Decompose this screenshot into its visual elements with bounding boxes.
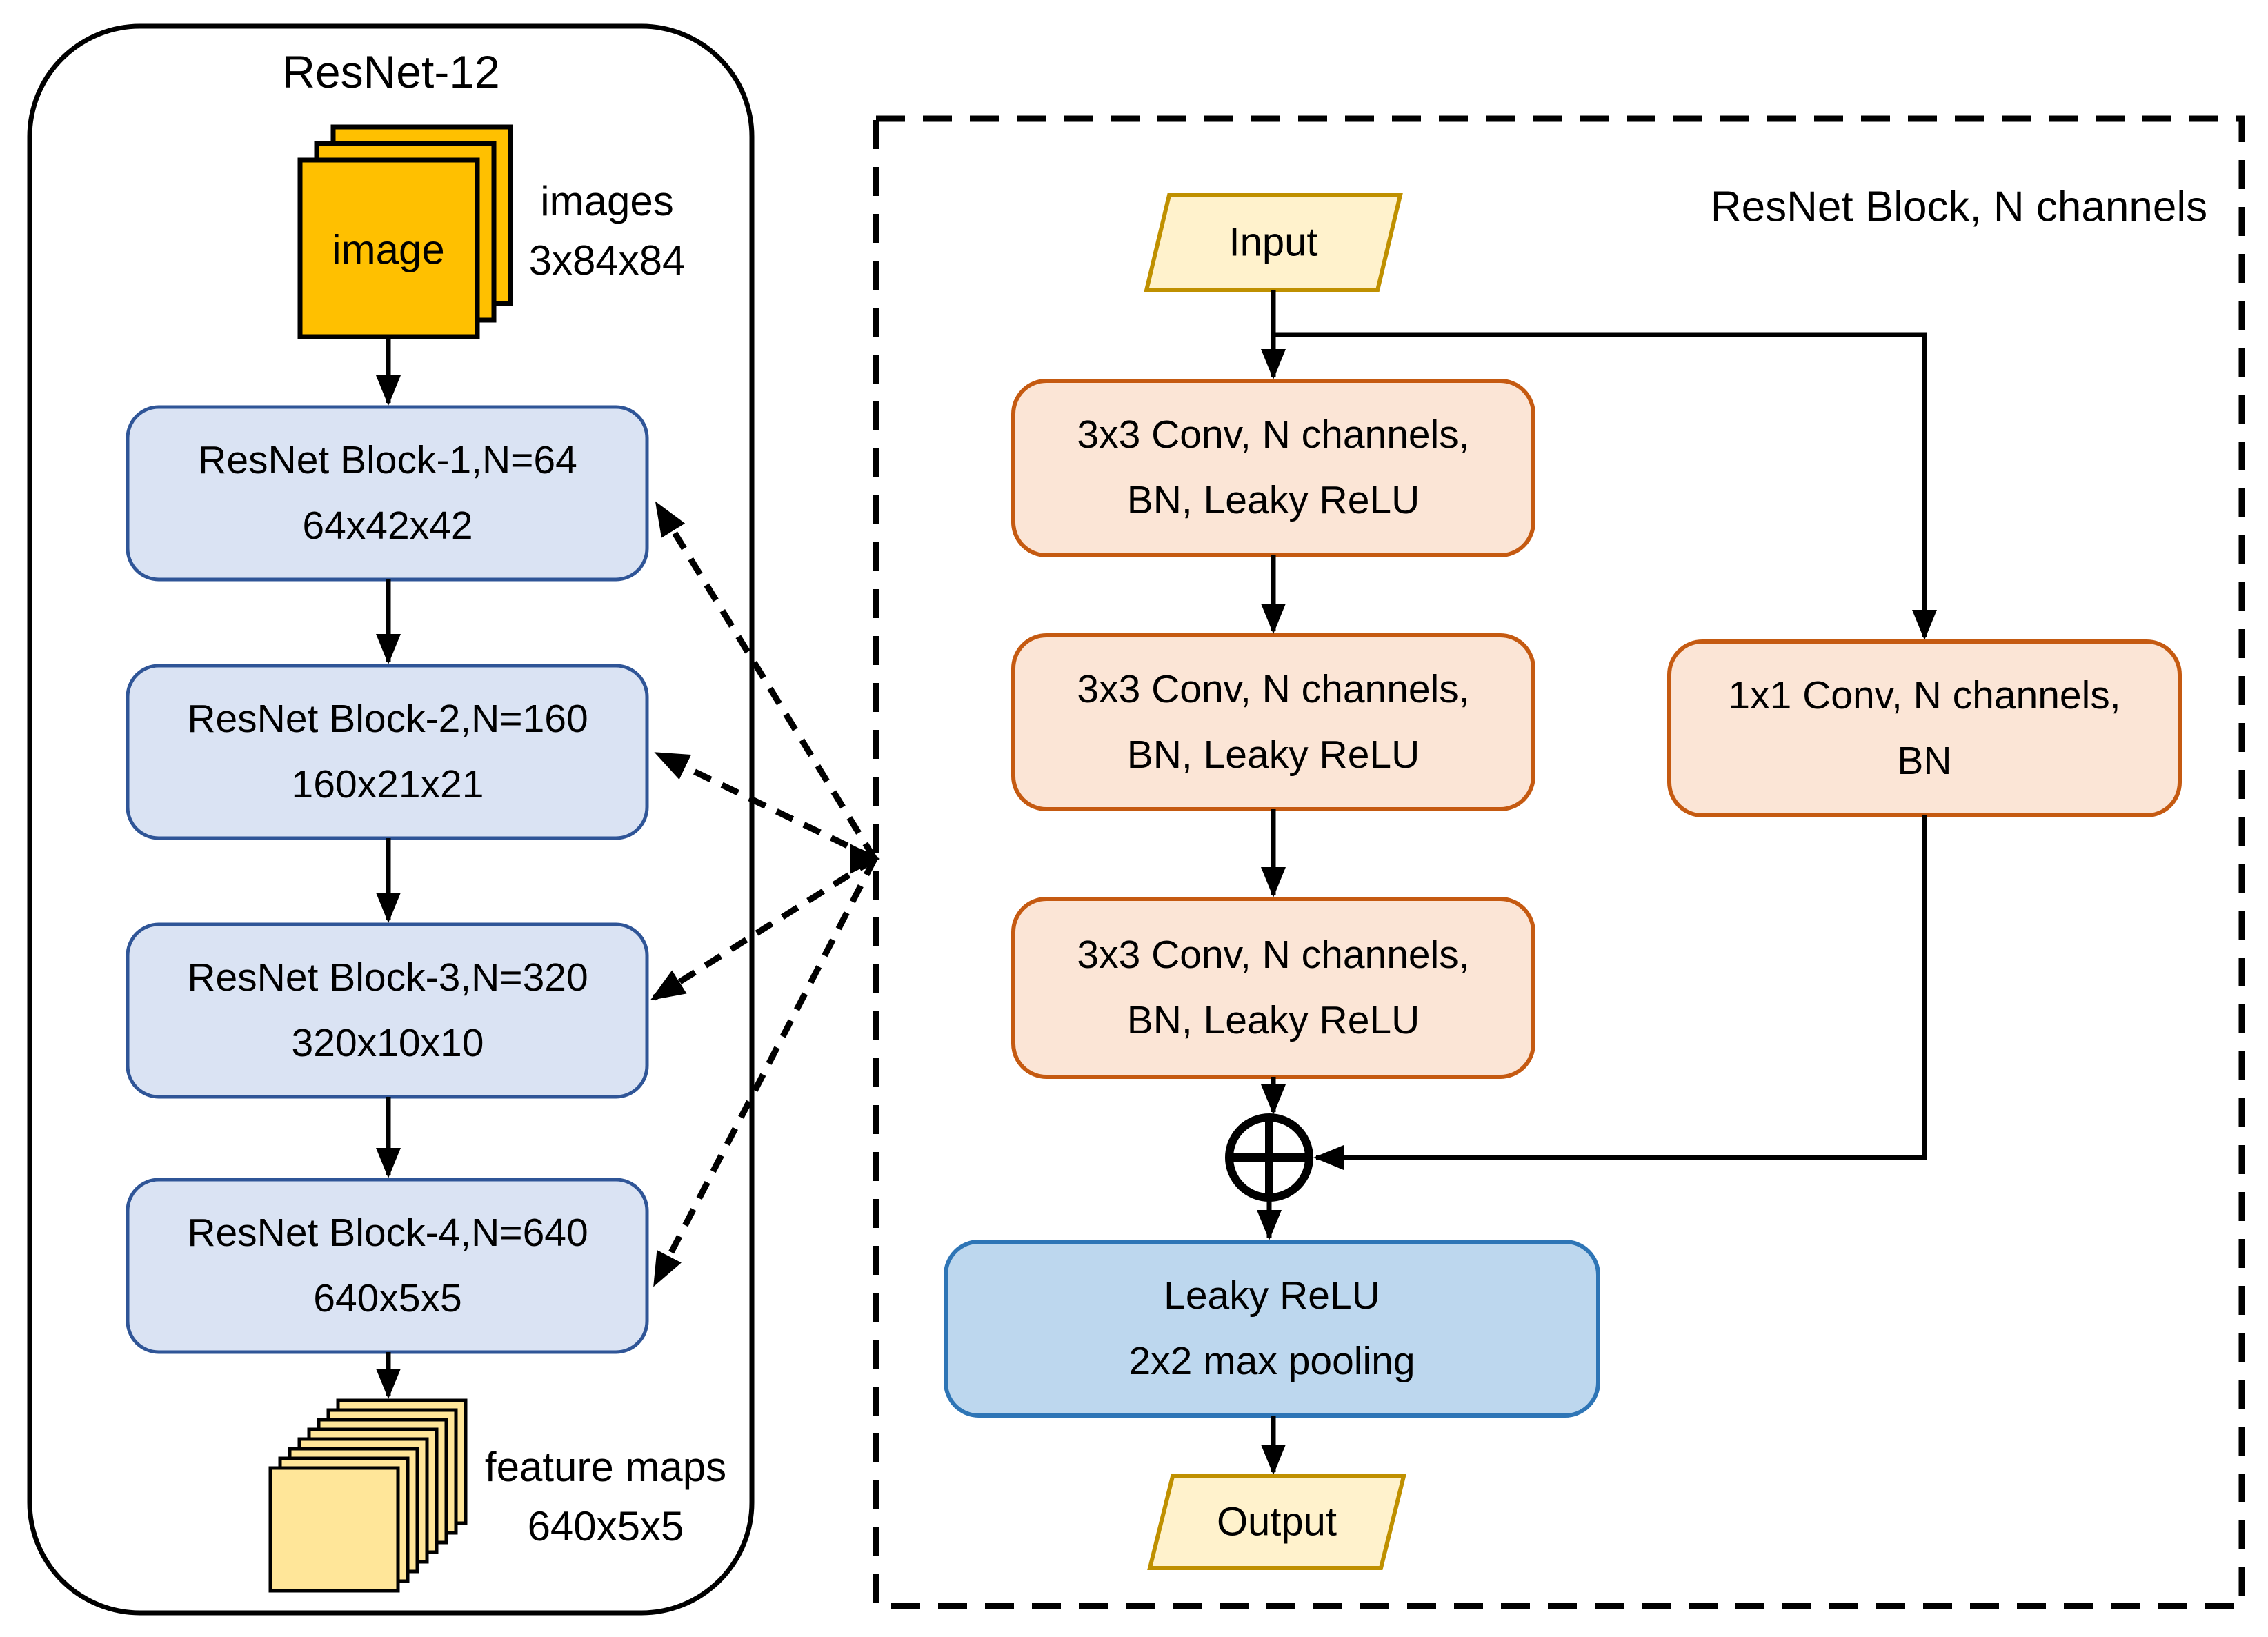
conv-block-1-line1: 3x3 Conv, N channels, — [1077, 413, 1470, 457]
conv-block-2-label: 3x3 Conv, N channels, BN, Leaky ReLU — [1077, 657, 1469, 788]
resnet12-container-outline — [27, 23, 755, 1616]
image-stack-caption-line1: images — [540, 178, 674, 224]
shortcut-conv-line2: BN — [1897, 739, 1952, 783]
pool-block-line2: 2x2 max pooling — [1128, 1339, 1415, 1383]
conv-block-2-line2: BN, Leaky ReLU — [1126, 733, 1420, 777]
stage-block-4-shape-text: 640x5x5 — [313, 1276, 462, 1320]
stage-block-2-shape-text: 160x21x21 — [291, 762, 484, 806]
block-detail-connectors — [650, 501, 880, 1287]
stage-block-1-label: ResNet Block-1,N=64 64x42x42 — [198, 428, 577, 559]
pool-block-label: Leaky ReLU 2x2 max pooling — [1128, 1263, 1415, 1394]
shortcut-conv-block-label: 1x1 Conv, N channels, BN — [1728, 663, 2120, 794]
dashed-arrow-to-block4 — [652, 857, 877, 1287]
feature-stack-caption: feature maps 640x5x5 — [485, 1438, 726, 1556]
image-stack-icon — [297, 124, 513, 339]
conv-block-1-line2: BN, Leaky ReLU — [1126, 478, 1420, 522]
feature-stack-caption-line1: feature maps — [484, 1444, 727, 1490]
image-stack-caption: images 3x84x84 — [529, 172, 686, 290]
image-stack-label: image — [332, 226, 445, 273]
input-label: Input — [1228, 219, 1318, 265]
input-shape — [1144, 193, 1403, 292]
merge-plus-icon — [1225, 1113, 1313, 1202]
dashed-arrowhead-into-detail — [850, 844, 880, 874]
stage-block-3-label: ResNet Block-3,N=320 320x10x10 — [187, 945, 588, 1076]
output-label: Output — [1216, 1499, 1337, 1545]
stage-block-4-label: ResNet Block-4,N=640 640x5x5 — [187, 1200, 588, 1331]
output-shape — [1147, 1474, 1406, 1570]
stage-block-1-shape-text: 64x42x42 — [302, 504, 473, 548]
dashed-arrow-to-block1 — [654, 501, 877, 861]
left-panel-title: ResNet-12 — [282, 46, 500, 98]
stage-block-3-shape-text: 320x10x10 — [291, 1021, 484, 1065]
conv-block-3-label: 3x3 Conv, N channels, BN, Leaky ReLU — [1077, 922, 1469, 1053]
conv-block-3-line1: 3x3 Conv, N channels, — [1077, 933, 1470, 977]
skip-connection-to-merge-line — [1313, 815, 1927, 1170]
conv-block-1-label: 3x3 Conv, N channels, BN, Leaky ReLU — [1077, 402, 1469, 533]
stage-block-2-name: ResNet Block-2,N=160 — [187, 697, 588, 741]
skip-connection-branch-line — [1273, 332, 1937, 640]
stage-block-4-name: ResNet Block-4,N=640 — [187, 1211, 588, 1255]
right-panel-title: ResNet Block, N channels — [1710, 183, 2208, 231]
resnet-block-detail-outline — [873, 115, 2245, 1609]
conv-block-2-line1: 3x3 Conv, N channels, — [1077, 667, 1470, 711]
dashed-arrow-to-block2 — [654, 750, 876, 862]
image-stack-caption-line2: 3x84x84 — [528, 237, 686, 284]
conv-block-3-line2: BN, Leaky ReLU — [1126, 998, 1420, 1042]
dashed-arrow-to-block3 — [650, 856, 877, 1002]
feature-stack-caption-line2: 640x5x5 — [527, 1503, 684, 1549]
stage-block-2-label: ResNet Block-2,N=160 160x21x21 — [187, 686, 588, 817]
stage-block-3-name: ResNet Block-3,N=320 — [187, 955, 588, 1000]
shortcut-conv-line1: 1x1 Conv, N channels, — [1728, 673, 2121, 717]
pool-block-line1: Leaky ReLU — [1164, 1273, 1380, 1318]
stage-block-1-name: ResNet Block-1,N=64 — [198, 438, 577, 482]
feature-map-stack-icon — [268, 1398, 468, 1593]
